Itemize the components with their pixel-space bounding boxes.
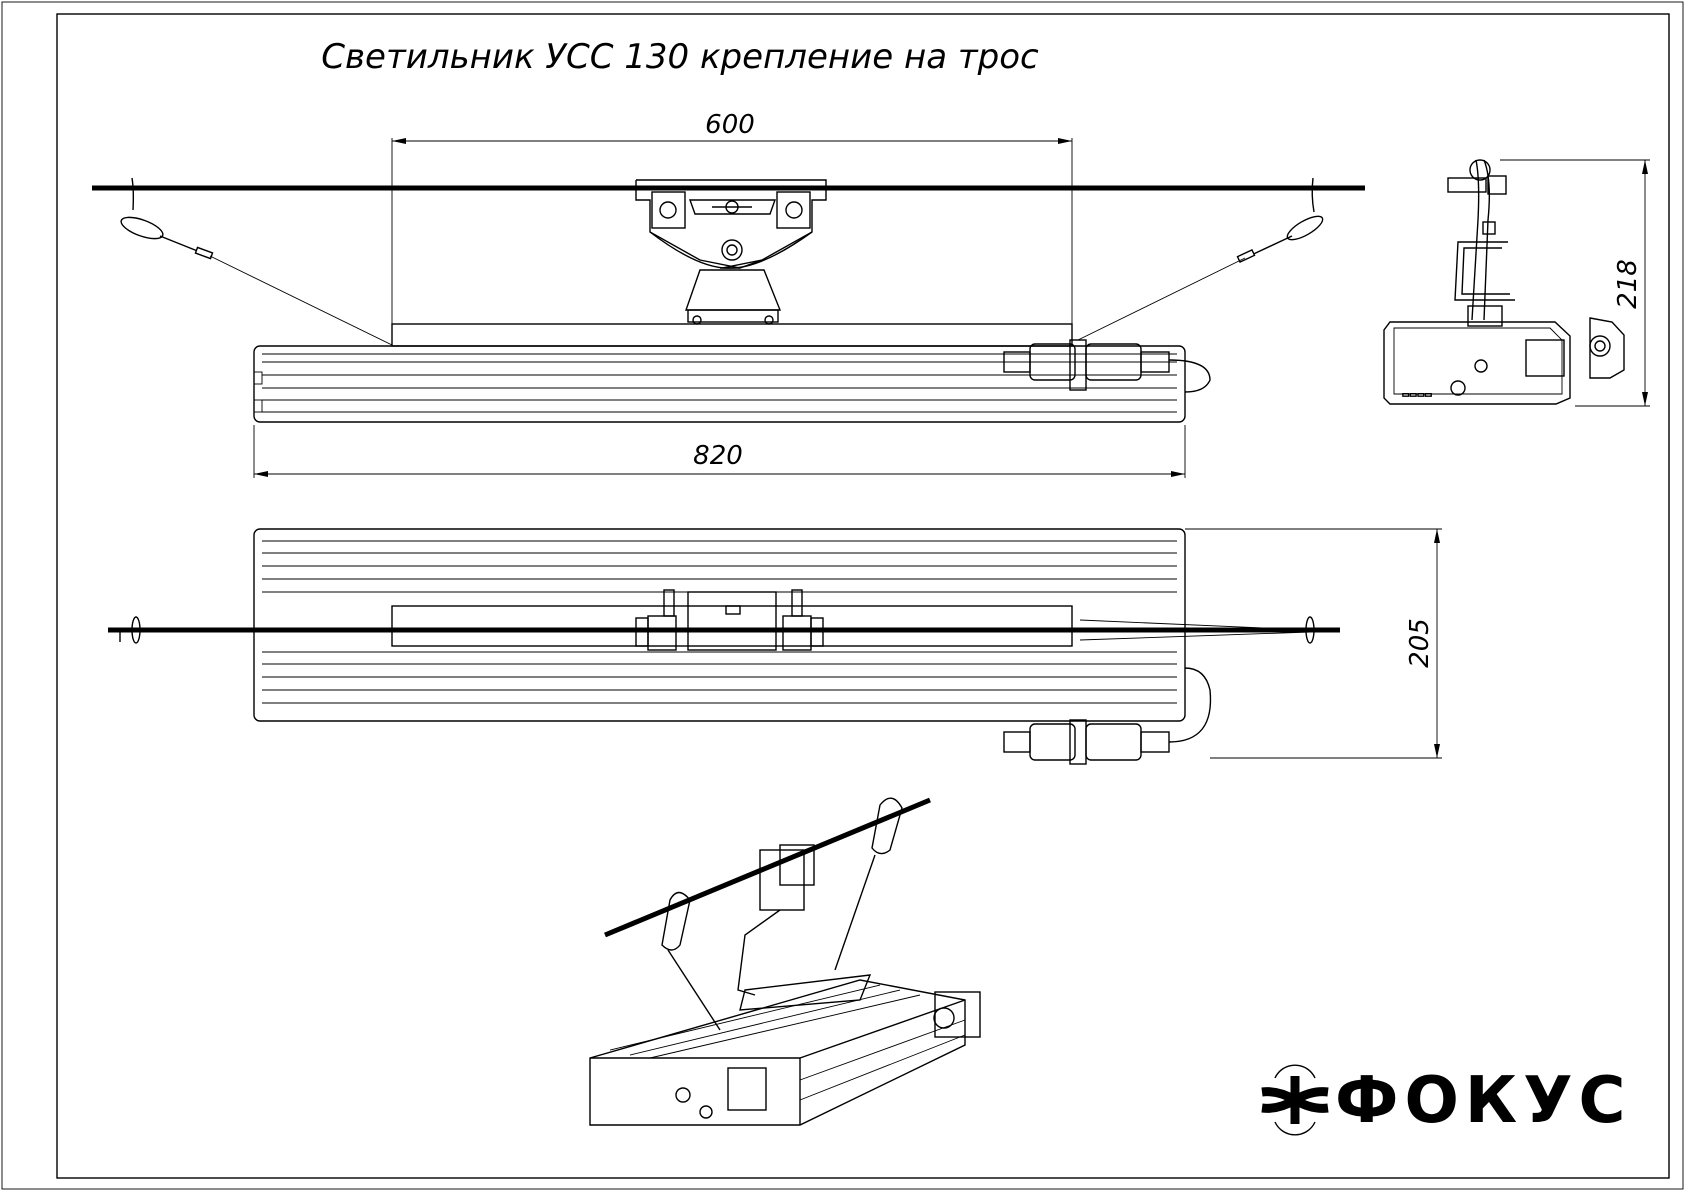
dimension-label-600: 600: [705, 110, 755, 140]
mounting-rail: [391, 323, 1073, 347]
focus-logo-icon: [1261, 1064, 1329, 1136]
logo-text: ФОКУС: [1335, 1064, 1632, 1138]
drawing-title: Светильник УСС 130 крепление на трос: [321, 37, 1039, 77]
clamp-plan: [635, 589, 824, 651]
svg-text:▭▭▭▭: ▭▭▭▭: [1402, 390, 1432, 399]
plan-view: 205: [108, 528, 1442, 765]
side-view: ▭▭▭▭ 218: [1383, 159, 1650, 407]
dimension-820: 820: [253, 425, 1186, 478]
dimension-label-820: 820: [693, 441, 743, 471]
lamp-body-plan: [253, 528, 1186, 722]
cable-connector-front: [1003, 339, 1211, 393]
dimension-600: 600: [391, 110, 1073, 345]
dimension-label-205: 205: [1405, 618, 1435, 668]
left-hanger: [120, 177, 393, 346]
drawing-frame: [56, 13, 1670, 1179]
dimension-label-218: 218: [1613, 259, 1643, 309]
cable-clamp-bracket: [635, 179, 827, 325]
lamp-body-front: [253, 345, 1186, 423]
cable-connector-plan: [1003, 667, 1212, 765]
support-cable-iso: [604, 797, 931, 938]
front-view: 600: [92, 110, 1365, 478]
company-logo: ФОКУС: [1261, 1064, 1632, 1138]
right-hanger: [1077, 177, 1324, 341]
isometric-view: [589, 797, 981, 1126]
